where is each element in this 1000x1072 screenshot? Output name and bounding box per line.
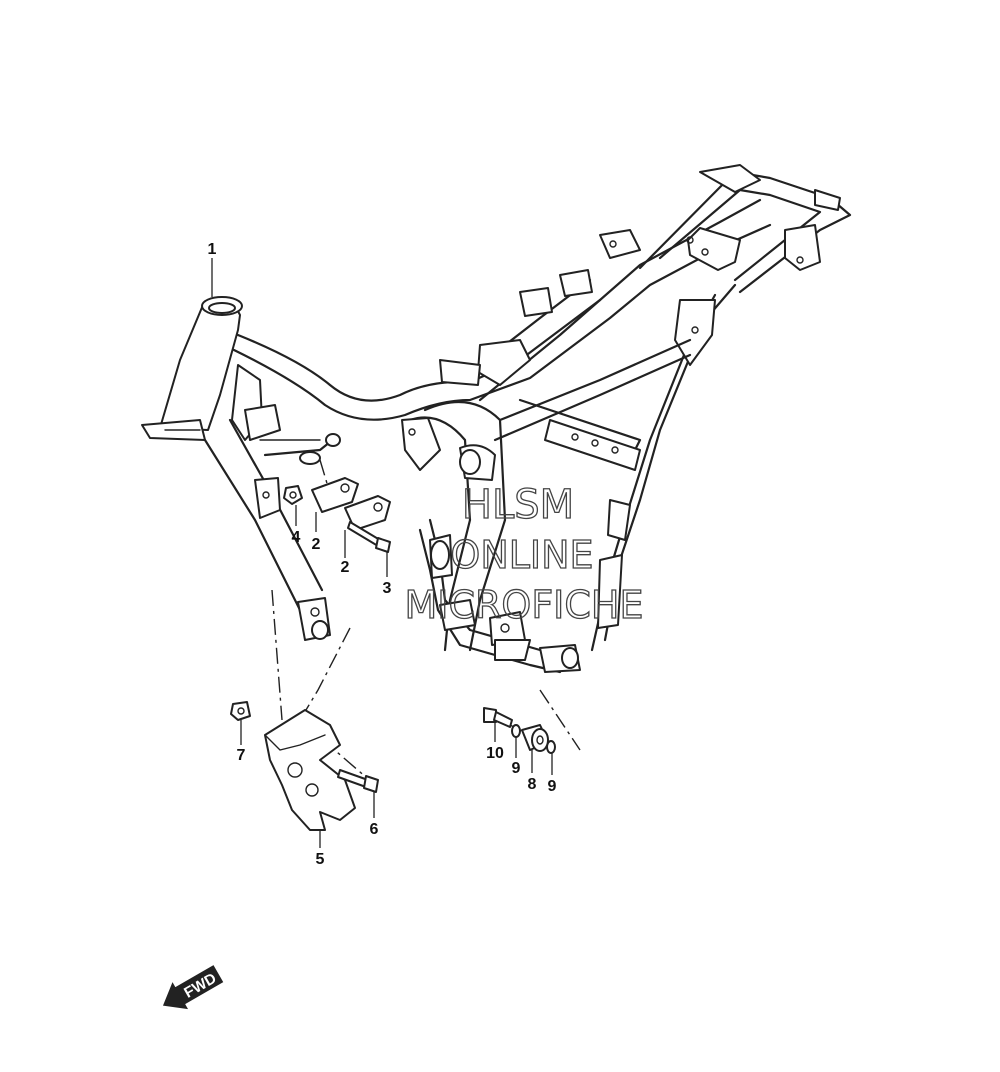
callout-9a: 9 [512,760,521,777]
engine-mount-bracket-2a [311,477,359,513]
nut-4 [283,485,303,505]
callout-6: 6 [370,821,379,838]
watermark-line-2: ONLINE [450,533,593,577]
nut-7 [230,701,251,721]
callout-10: 10 [486,745,504,762]
fwd-arrow-icon: FWD [162,965,224,1010]
callout-5: 5 [316,851,325,868]
callout-4: 4 [292,529,301,546]
watermark: HLSM ONLINE MICROFICHE [404,481,644,627]
callout-3: 3 [383,580,392,597]
callout-8: 8 [528,776,537,793]
collar-8 [521,724,549,752]
callout-7: 7 [237,747,246,764]
bolt-6 [337,769,379,793]
engine-mount-plate-5 [264,709,356,831]
watermark-line-3: MICROFICHE [404,583,643,627]
callout-labels: 1 2 2 3 4 5 6 7 8 9 9 10 [208,241,557,868]
callout-1: 1 [208,241,217,258]
watermark-line-1: HLSM [462,482,574,528]
bolt-3 [347,521,391,553]
washer-9a [511,724,521,738]
frame-body [141,164,852,674]
callout-leaders [211,258,553,848]
bolt-10 [483,707,513,728]
callout-2a: 2 [312,536,321,553]
callout-2b: 2 [341,559,350,576]
callout-9b: 9 [548,778,557,795]
